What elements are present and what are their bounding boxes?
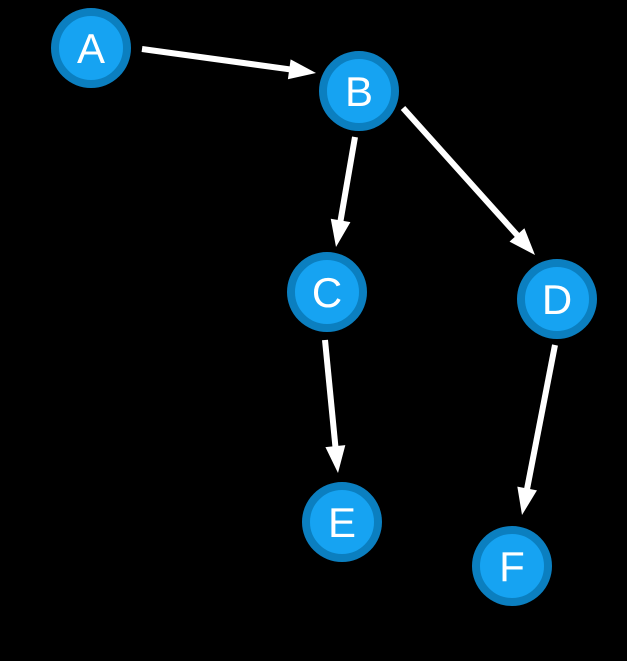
node-circle[interactable] (302, 482, 382, 562)
arrowhead-icon (287, 59, 316, 80)
edge-A-B (141, 46, 316, 80)
edge-line (141, 46, 292, 73)
node-circle[interactable] (51, 8, 131, 88)
node-circle[interactable] (517, 259, 597, 339)
node-circle[interactable] (472, 526, 552, 606)
node-C[interactable]: C (287, 252, 367, 332)
node-label: C (312, 269, 342, 316)
node-circle[interactable] (319, 51, 399, 131)
node-label: E (328, 499, 356, 546)
edge-B-C (330, 136, 358, 247)
node-A[interactable]: A (51, 8, 131, 88)
edge-C-E (322, 339, 346, 473)
node-label: F (499, 543, 525, 590)
node-label: D (542, 276, 572, 323)
node-F[interactable]: F (472, 526, 552, 606)
edge-D-F (517, 344, 558, 515)
arrowhead-icon (509, 228, 535, 255)
edge-line (400, 105, 521, 239)
node-D[interactable]: D (517, 259, 597, 339)
node-E[interactable]: E (302, 482, 382, 562)
node-label: A (77, 25, 105, 72)
arrowhead-icon (325, 445, 346, 473)
edge-line (337, 136, 358, 223)
edge-line (322, 339, 339, 449)
node-label: B (345, 68, 373, 115)
node-B[interactable]: B (319, 51, 399, 131)
edge-B-D (400, 105, 535, 255)
arrowhead-icon (517, 486, 537, 515)
node-circle[interactable] (287, 252, 367, 332)
arrowhead-icon (330, 218, 351, 247)
edge-line (523, 344, 558, 492)
